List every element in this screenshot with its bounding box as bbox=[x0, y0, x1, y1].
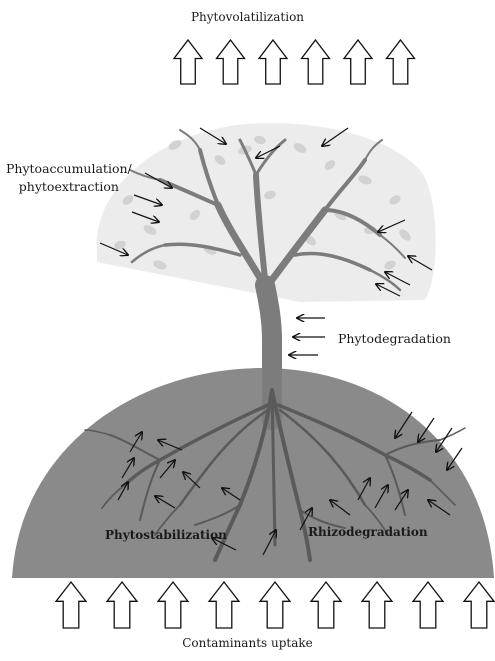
hollow-up-arrow-icon bbox=[260, 582, 290, 628]
hollow-up-arrow-icon bbox=[217, 40, 245, 84]
hollow-up-arrow-icon bbox=[311, 582, 341, 628]
contaminants-uptake-arrows bbox=[56, 582, 494, 628]
hollow-up-arrow-icon bbox=[107, 582, 137, 628]
hollow-up-arrow-icon bbox=[174, 40, 202, 84]
hollow-up-arrow-icon bbox=[302, 40, 330, 84]
hollow-up-arrow-icon bbox=[56, 582, 86, 628]
phytoaccumulation-label-line2: phytoextraction bbox=[6, 178, 132, 196]
hollow-up-arrow-icon bbox=[344, 40, 372, 84]
hollow-up-arrow-icon bbox=[387, 40, 415, 84]
rhizodegradation-label: Rhizodegradation bbox=[308, 525, 428, 539]
contaminants-uptake-label: Contaminants uptake bbox=[0, 636, 495, 650]
hollow-up-arrow-icon bbox=[464, 582, 494, 628]
phytodegradation-arrows bbox=[289, 318, 325, 355]
phytoaccumulation-label: Phytoaccumulation/ phytoextraction bbox=[6, 160, 132, 196]
phytodegradation-label: Phytodegradation bbox=[338, 331, 451, 346]
phytovolatilization-label: Phytovolatilization bbox=[0, 10, 495, 24]
hollow-up-arrow-icon bbox=[413, 582, 443, 628]
hollow-up-arrow-icon bbox=[259, 40, 287, 84]
phytostabilization-label: Phytostabilization bbox=[105, 528, 227, 542]
hollow-up-arrow-icon bbox=[158, 582, 188, 628]
hollow-up-arrow-icon bbox=[209, 582, 239, 628]
phytoaccumulation-label-line1: Phytoaccumulation/ bbox=[6, 160, 132, 178]
hollow-up-arrow-icon bbox=[362, 582, 392, 628]
phytovolatilization-arrows bbox=[174, 40, 415, 84]
